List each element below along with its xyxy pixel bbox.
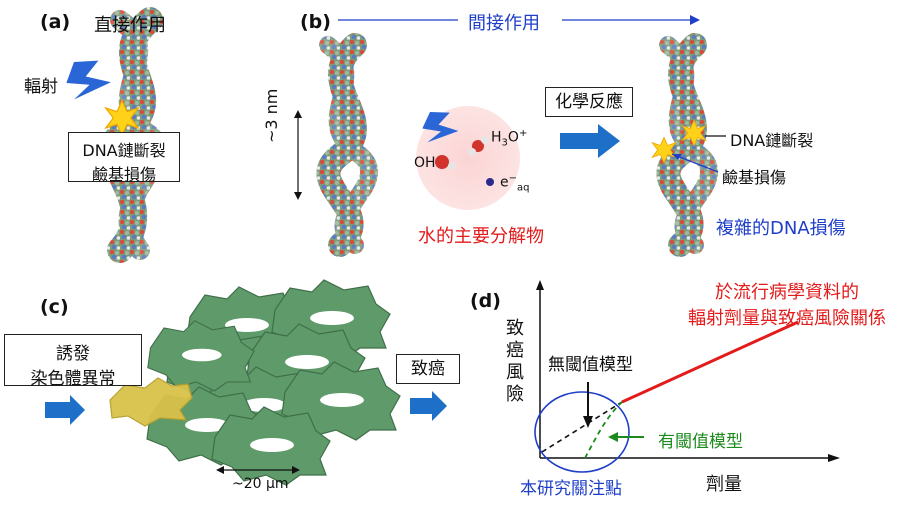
scale-label-3nm: ~3 nm <box>262 88 281 143</box>
scale-arrow-up <box>294 110 302 118</box>
complex-damage-label: 複雜的DNA損傷 <box>716 218 846 239</box>
cell-scale-arrow-right <box>292 466 300 474</box>
cell-cluster <box>146 279 401 486</box>
carcinogenesis-arrow-icon <box>410 391 447 421</box>
base-damage-label-a: 鹼基損傷 <box>91 165 156 184</box>
electron-dot <box>486 178 494 186</box>
h3o-o: O <box>507 129 519 146</box>
oh-h-atom <box>448 162 456 170</box>
base-damage-label-b: 鹼基損傷 <box>722 168 787 187</box>
radiation-label: 輻射 <box>24 77 58 97</box>
eaq-e: e <box>500 174 509 191</box>
damage-box-a: DNA鏈斷裂 鹼基損傷 <box>68 132 180 184</box>
cell-scale-label: ~20 μm <box>232 476 289 492</box>
h3o-sup: + <box>518 128 528 139</box>
threshold-arrowhead <box>608 432 618 442</box>
panel-a-label: (a) <box>40 11 71 33</box>
threshold-label: 有閾值模型 <box>658 432 743 452</box>
strand-break-label-b: DNA鏈斷裂 <box>730 131 814 150</box>
title-arrowhead-b <box>690 15 700 25</box>
epidemiology-label: 於流行病學資料的 輻射劑量與致癌風險關係 <box>688 278 886 330</box>
oh-label: OH <box>414 155 436 171</box>
h3o-label: H3O+ <box>491 128 527 148</box>
study-focus-ellipse <box>534 391 630 473</box>
threshold-curve <box>584 401 623 459</box>
dna-helix-b-left <box>316 33 378 257</box>
eaq-label: e−aq <box>500 173 530 193</box>
panel-a-title: 直接作用 <box>94 15 166 36</box>
no-threshold-line <box>541 401 623 453</box>
strand-break-label-a: DNA鏈斷裂 <box>82 141 166 160</box>
cell-scale-arrow-left <box>216 466 224 474</box>
h3o-h-atom-2 <box>468 148 476 156</box>
oh-red-atom <box>435 155 449 169</box>
scale-arrow-down <box>294 192 302 200</box>
base-damage-arrowhead <box>672 154 682 160</box>
y-axis-char-2: 癌 <box>506 340 524 361</box>
h3o-sub: 3 <box>501 137 508 149</box>
carcinogenesis-box: 致癌 <box>396 354 460 384</box>
y-axis-arrowhead <box>536 280 544 290</box>
induce-box: 誘發 染色體異常 <box>4 334 142 389</box>
reaction-box: 化學反應 <box>545 87 633 117</box>
epidemiology-line2: 輻射劑量與致癌風險關係 <box>688 308 886 329</box>
panel-d-label: (d) <box>470 290 501 312</box>
panel-c-label: (c) <box>40 296 69 318</box>
abnormal-cell <box>109 377 193 427</box>
no-threshold-arrowhead <box>583 416 593 428</box>
h3o-h-atom-1 <box>481 136 489 144</box>
x-axis-label: 劑量 <box>706 474 742 495</box>
y-axis-char-1: 致 <box>506 318 524 339</box>
y-axis-label: 致 癌 風 險 <box>506 318 528 406</box>
reaction-arrow-icon <box>560 124 620 158</box>
epidemiology-line1: 於流行病學資料的 <box>715 282 859 303</box>
epidemiology-line <box>621 320 799 404</box>
y-axis-char-4: 險 <box>506 384 524 405</box>
panel-b-label: (b) <box>300 11 331 33</box>
no-threshold-label: 無閾值模型 <box>548 355 633 375</box>
water-products-label: 水的主要分解物 <box>418 226 544 247</box>
induce-line2: 染色體異常 <box>30 369 116 389</box>
h3o-h: H <box>491 129 502 146</box>
eaq-sub: aq <box>517 182 530 194</box>
induce-line1: 誘發 <box>56 344 90 364</box>
panel-b-title: 間接作用 <box>468 13 540 34</box>
h3o-o-atom <box>472 140 484 152</box>
induce-arrow-icon <box>45 395 85 425</box>
study-focus-label: 本研究關注點 <box>520 479 622 499</box>
radiation-bolt-icon-a <box>61 52 117 110</box>
x-axis-arrowhead <box>828 454 840 462</box>
y-axis-char-3: 風 <box>506 362 524 383</box>
eaq-sup: − <box>508 173 518 184</box>
